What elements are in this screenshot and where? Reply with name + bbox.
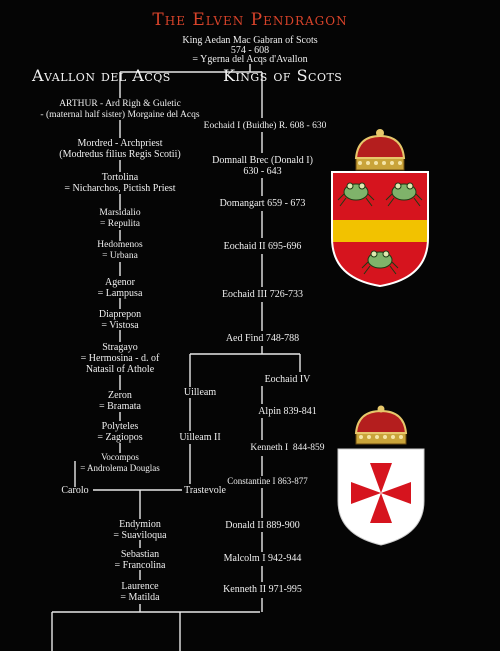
person-uilleam-ii: Uilleam II xyxy=(179,432,221,443)
frog-icon xyxy=(361,250,399,275)
crown-icon xyxy=(354,129,406,171)
king-donald-ii: Donald II 889-900 xyxy=(225,520,300,531)
person-agenor: Agenor = Lampusa xyxy=(97,277,143,299)
king-eochaid-iv: Eochaid IV xyxy=(264,374,311,385)
founder-years: 574 - 608 xyxy=(230,45,270,56)
king-eochaid-i: Eochaid I (Buidhe) R. 608 - 630 xyxy=(203,121,327,131)
person-hedomenos: Hedomenos = Urbana xyxy=(97,240,143,261)
person-uilleam: Uilleam xyxy=(183,387,217,398)
crown-icon xyxy=(354,405,408,445)
frog-icon xyxy=(385,182,423,207)
person-sebastian: Sebastian = Francolina xyxy=(114,549,166,571)
person-polyteles: Polyteles = Zagiopos xyxy=(97,421,143,443)
person-trastevole: Trastevole xyxy=(184,485,226,496)
king-domangart: Domangart 659 - 673 xyxy=(219,198,306,209)
person-arthur: ARTHUR - Ard Righ & Guletic - (maternal … xyxy=(40,99,200,120)
person-stragayo: Stragayo = Hermosina - d. of Natasil of … xyxy=(80,342,160,375)
person-laurence: Laurence = Matilda xyxy=(120,581,160,603)
king-domnall-brec: Domnall Brec (Donald I) 630 - 643 xyxy=(212,155,313,177)
king-constantine-i: Constantine I 863-877 xyxy=(227,476,308,486)
frog-arms-shield xyxy=(331,129,429,288)
column-header-right: Kings of Scots xyxy=(223,66,343,85)
person-tortolina: Tortolina = Nicharchos, Pictish Priest xyxy=(64,172,176,194)
person-diaprepon: Diaprepon = Vistosa xyxy=(98,309,142,331)
frog-icon xyxy=(337,182,375,207)
person-carolo: Carolo xyxy=(61,485,89,496)
person-vocompos: Vocompos = Androlema Douglas xyxy=(80,452,160,473)
founder-spouse: = Ygerna del Acqs d'Avallon xyxy=(192,54,308,65)
king-aed-find: Aed Find 748-788 xyxy=(225,333,300,344)
founder-name: King Aedan Mac Gabran of Scots xyxy=(182,35,318,46)
king-eochaid-ii: Eochaid II 695-696 xyxy=(223,241,302,252)
chart-title: The Elven Pendragon xyxy=(152,10,348,30)
person-mordred: Mordred - Archpriest (Modredus filius Re… xyxy=(59,138,181,160)
king-eochaid-iii: Eochaid III 726-733 xyxy=(221,289,304,300)
person-marsidalio: Marsidalio = Repulita xyxy=(99,208,141,229)
column-header-left: Avallon del Acqs xyxy=(32,66,171,85)
king-alpin: Alpin 839-841 xyxy=(258,406,317,417)
king-kenneth-i: Kenneth I 844-859 xyxy=(250,443,325,453)
cross-pattee-icon xyxy=(351,463,411,523)
templar-cross-shield xyxy=(337,405,425,546)
king-kenneth-ii: Kenneth II 971-995 xyxy=(223,584,302,595)
person-endymion: Endymion = Suaviloqua xyxy=(113,519,167,541)
person-zeron: Zeron = Bramata xyxy=(98,390,141,412)
king-malcolm-i: Malcolm I 942-944 xyxy=(223,553,302,564)
